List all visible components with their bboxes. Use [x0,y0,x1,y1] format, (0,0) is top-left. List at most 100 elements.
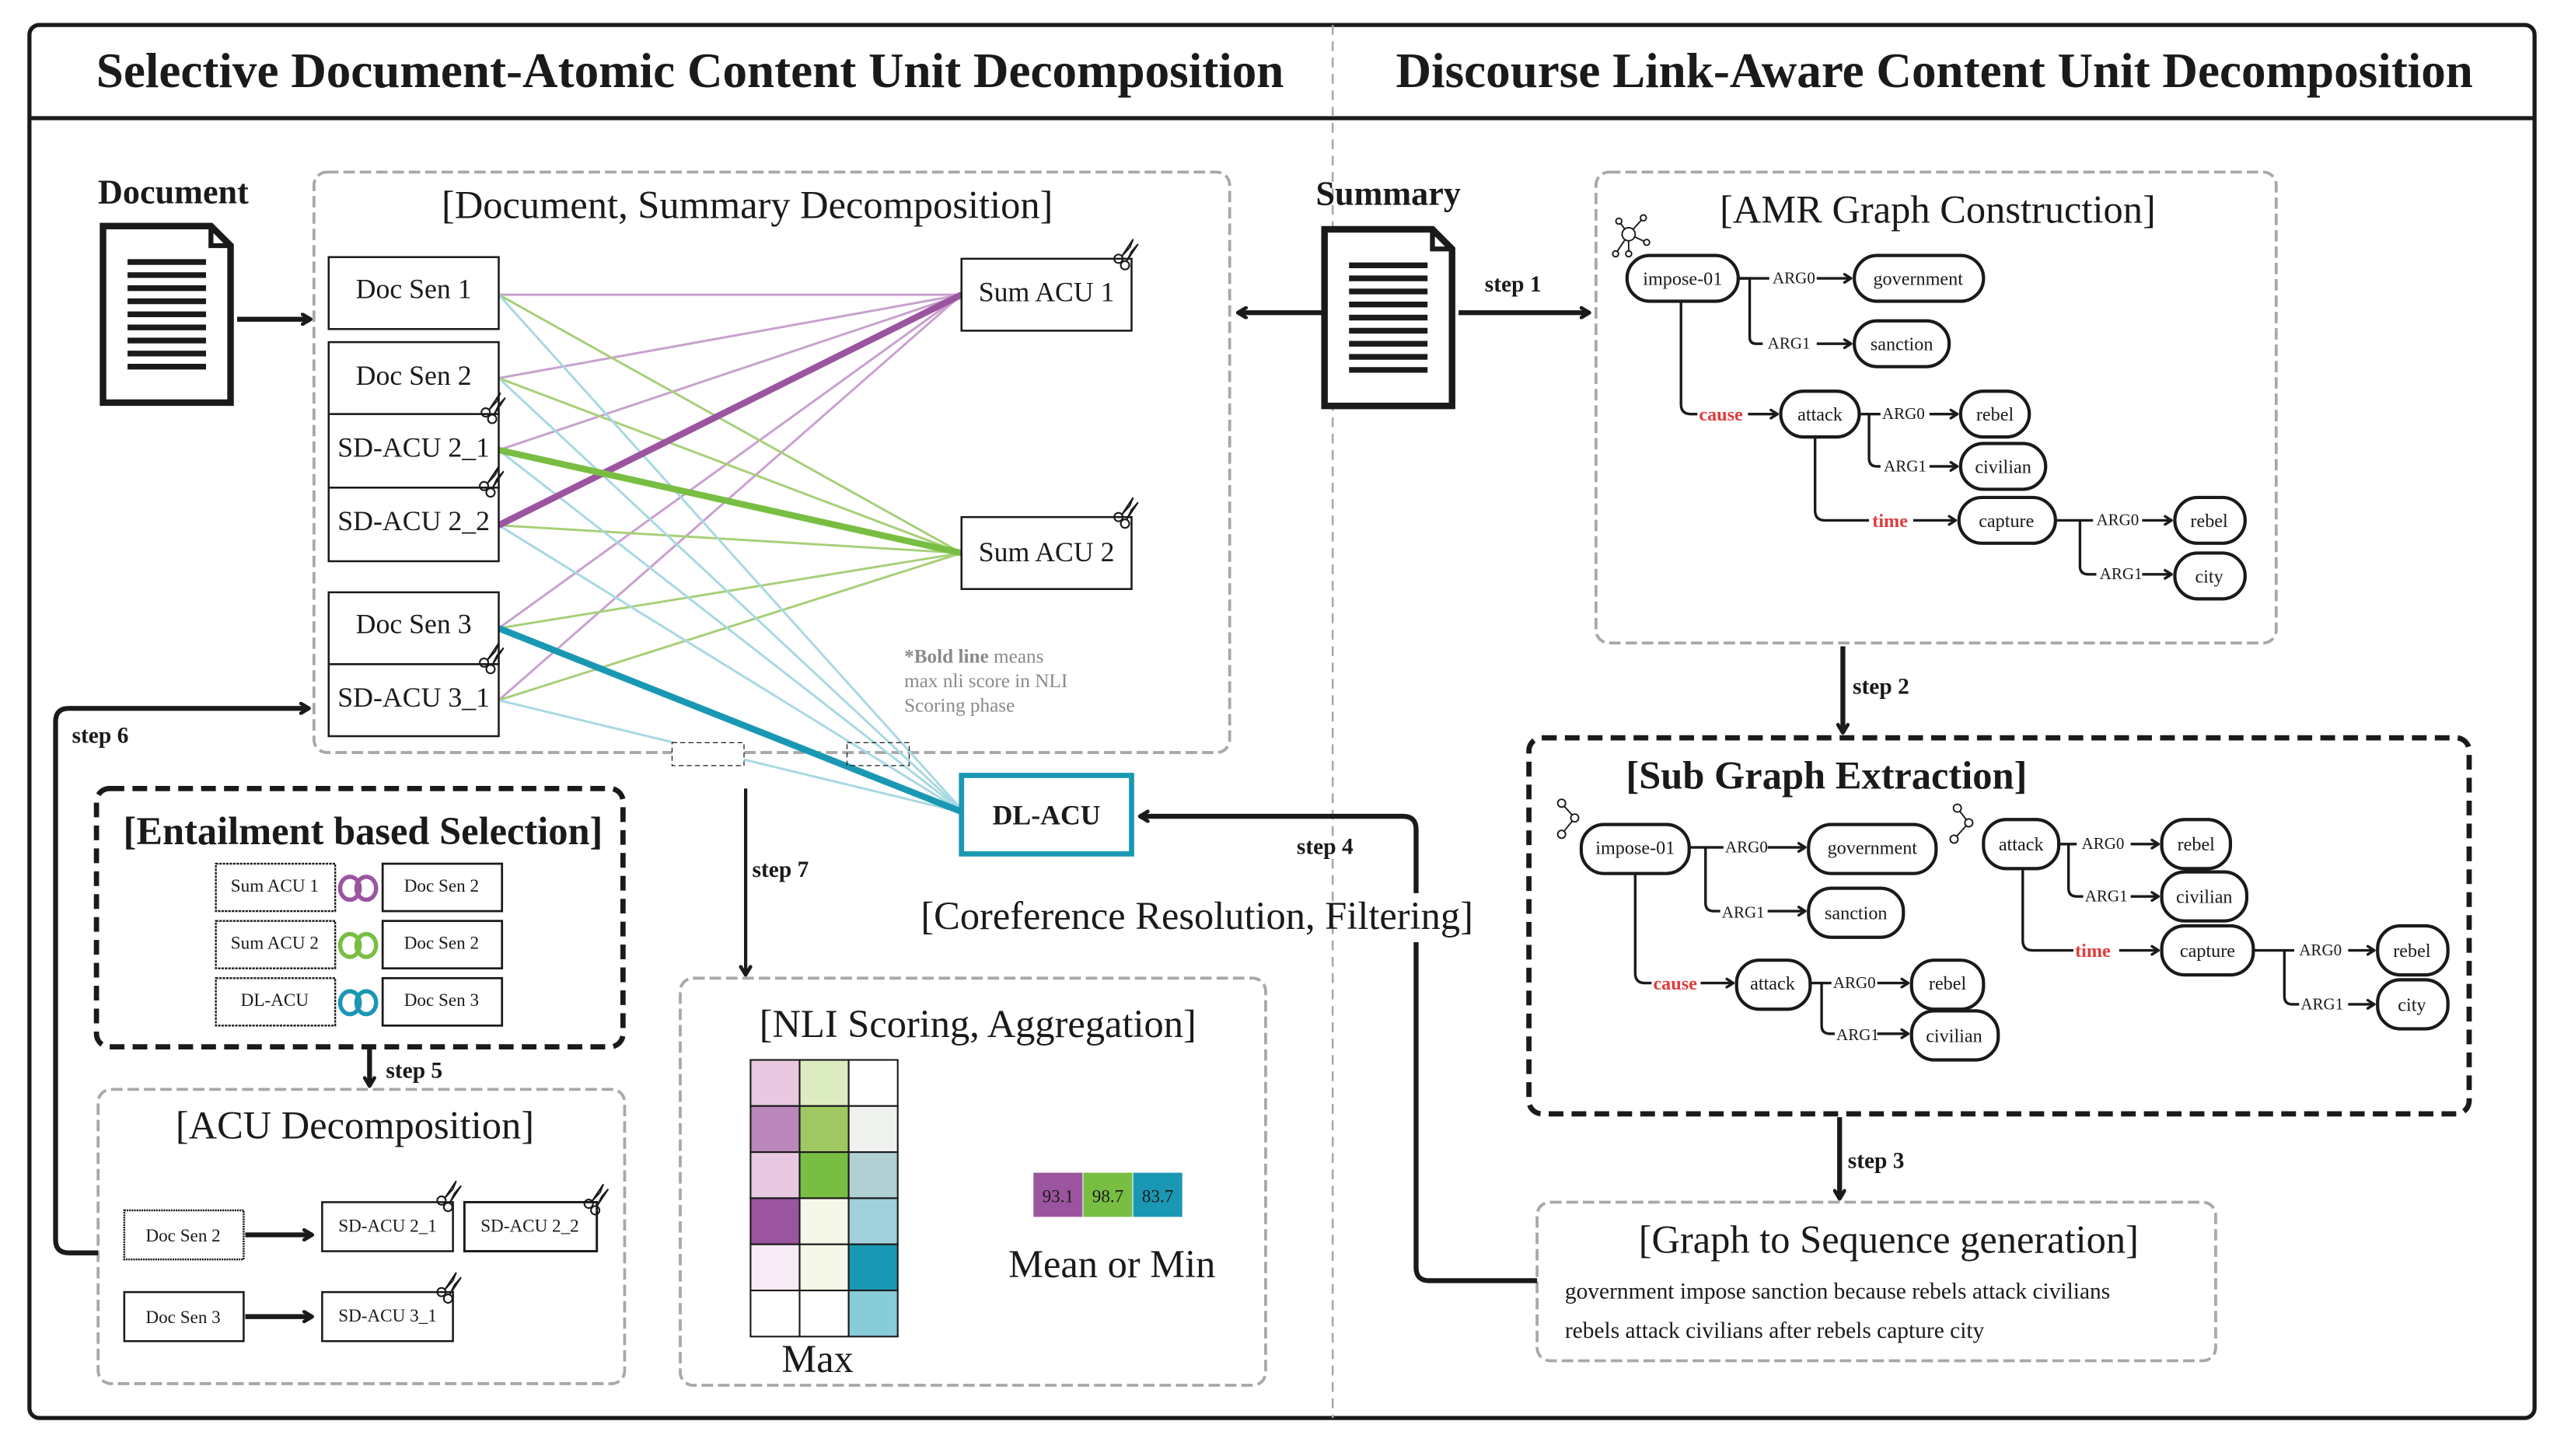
sub-node-city[interactable]: city [2376,978,2450,1031]
step-2-label: step 2 [1853,674,1909,699]
subgraph-title: [Sub Graph Extraction] [1626,753,2027,797]
score-value: 93.1 [1043,1186,1074,1206]
document-label: Document [98,173,249,211]
sum-box-sum-acu-2[interactable]: Sum ACU 2 [960,496,1139,590]
doc-box-sd-acu-2-2[interactable]: SD-ACU 2_2 [327,465,505,563]
doc-box-doc-sen-2[interactable]: Doc Sen 2 [327,340,500,415]
doc-box-sd-acu-3-1[interactable]: SD-ACU 3_1 [327,642,505,738]
sum-box-label: Sum ACU 2 [979,536,1115,567]
sub-node-rebel-3[interactable]: rebel [2376,924,2450,977]
doc-box-label: SD-ACU 2_1 [337,431,490,463]
nli-panel [679,976,1267,1387]
subgraph-panel [1526,735,2472,1117]
acu-source-doc-sen-3[interactable]: Doc Sen 3 [123,1290,245,1343]
svg-text:rebel: rebel [1976,404,2014,425]
entailment-panel [93,785,626,1050]
sub-node-capture[interactable]: capture [2160,924,2255,977]
sub-node-sanction[interactable]: sanction [1807,886,1906,939]
generated-sentence-2: rebels attack civilians after rebels cap… [1565,1318,1985,1343]
step-3-label: step 3 [1848,1148,1905,1173]
svg-text:capture: capture [2180,941,2235,962]
svg-text:government: government [1828,837,1918,858]
sub-node-attack[interactable]: attack [1734,958,1812,1011]
pair-left-box[interactable]: Sum ACU 1 [215,862,337,913]
sum-box-sum-acu-1[interactable]: Sum ACU 1 [960,238,1139,332]
doc-box-label: Doc Sen 2 [356,360,472,391]
svg-text:Doc Sen 2: Doc Sen 2 [145,1226,220,1246]
pair-right-label: Doc Sen 3 [404,990,479,1011]
acu-target-sd-acu-2-1[interactable]: SD-ACU 2_1 [321,1180,463,1252]
edge-cause: cause [1699,404,1743,425]
graph-to-sequence-title: [Graph to Sequence generation] [1639,1218,2139,1262]
sub-node-civilian-2[interactable]: civilian [2160,870,2249,923]
pair-right-label: Doc Sen 2 [404,876,479,896]
matrix-cell [749,1105,801,1154]
decomposition-panel [312,170,1231,754]
link-line [498,294,962,701]
acu-target-sd-acu-3-1[interactable]: SD-ACU 3_1 [321,1271,463,1343]
amr-node-city[interactable]: city [2173,551,2247,601]
link-line [498,551,962,630]
svg-text:rebel: rebel [2190,511,2228,532]
amr-node-capture[interactable]: capture [1957,495,2057,545]
step4-arrow [1140,816,1538,1283]
nli-links [497,292,966,816]
document-icon [103,226,231,403]
link-line [498,524,962,554]
acu-source-doc-sen-2[interactable]: Doc Sen 2 [123,1209,245,1261]
doc-box-sd-acu-2-1[interactable]: SD-ACU 2_1 [327,392,506,489]
link-line [498,552,962,702]
bold-link-line [498,446,962,557]
amr-node-attack[interactable]: attack [1779,389,1861,439]
amr-node-government[interactable]: government [1853,253,1986,303]
edge-arg0: ARG0 [1725,837,1768,856]
matrix-cell [798,1243,850,1292]
pair-left-label: DL-ACU [241,990,309,1011]
svg-text:government: government [1873,269,1963,290]
sub-node-civilian[interactable]: civilian [1909,1009,2000,1062]
matrix-cell [798,1289,850,1338]
amr-node-civilian[interactable]: civilian [1958,442,2048,491]
svg-text:civilian: civilian [2176,887,2233,908]
pair-left-box[interactable]: DL-ACU [215,977,337,1027]
matrix-cell [847,1243,899,1292]
amr-node-impose[interactable]: impose-01 [1625,253,1740,303]
pair-right-box[interactable]: Doc Sen 3 [381,976,504,1027]
svg-text:city: city [2398,994,2426,1015]
svg-text:impose-01: impose-01 [1595,837,1675,858]
matrix-cell [847,1151,899,1199]
sub-node-attack-2[interactable]: attack [1982,818,2061,871]
sub-node-rebel-2[interactable]: rebel [2160,818,2233,871]
amr-node-sanction[interactable]: sanction [1853,319,1951,368]
doc-box-doc-sen-3[interactable]: Doc Sen 3 [327,591,500,665]
step-1-label: step 1 [1485,272,1542,297]
edge-arg0: ARG0 [2082,834,2125,853]
acu-target-sd-acu-2-2[interactable]: SD-ACU 2_2 [463,1183,610,1253]
summary-document-icon [1325,229,1452,406]
placeholder-box [671,742,745,766]
pair-left-box[interactable]: Sum ACU 2 [215,920,337,969]
matrix-cell [749,1197,801,1245]
amr-panel [1594,170,2278,645]
bold-link-line [497,292,963,529]
amr-node-rebel-2[interactable]: rebel [2173,495,2247,545]
acu-decomposition-panel [96,1088,627,1385]
svg-text:sanction: sanction [1871,334,1933,355]
pair-right-box[interactable]: Doc Sen 2 [381,920,504,970]
amr-node-rebel[interactable]: rebel [1958,389,2031,439]
doc-box-doc-sen-1[interactable]: Doc Sen 1 [327,256,500,330]
svg-text:SD-ACU 2_2: SD-ACU 2_2 [480,1216,579,1236]
aggregated-scores: 93.1 98.7 83.7 [1033,1172,1182,1217]
sub-node-government[interactable]: government [1807,822,1938,875]
sub-node-impose[interactable]: impose-01 [1579,822,1691,875]
step-4-label: step 4 [1297,834,1354,859]
dl-acu-box[interactable]: DL-ACU [959,773,1134,857]
score-value: 83.7 [1142,1186,1173,1206]
svg-text:impose-01: impose-01 [1643,269,1722,290]
doc-box-label: Doc Sen 1 [356,273,472,304]
score-cell: 98.7 [1083,1172,1133,1217]
entailment-pair: Sum ACU 1 Doc Sen 2 [215,862,504,913]
decomposition-title: [Document, Summary Decomposition] [442,183,1053,226]
pair-right-box[interactable]: Doc Sen 2 [381,862,504,913]
sub-node-rebel[interactable]: rebel [1909,958,1986,1011]
